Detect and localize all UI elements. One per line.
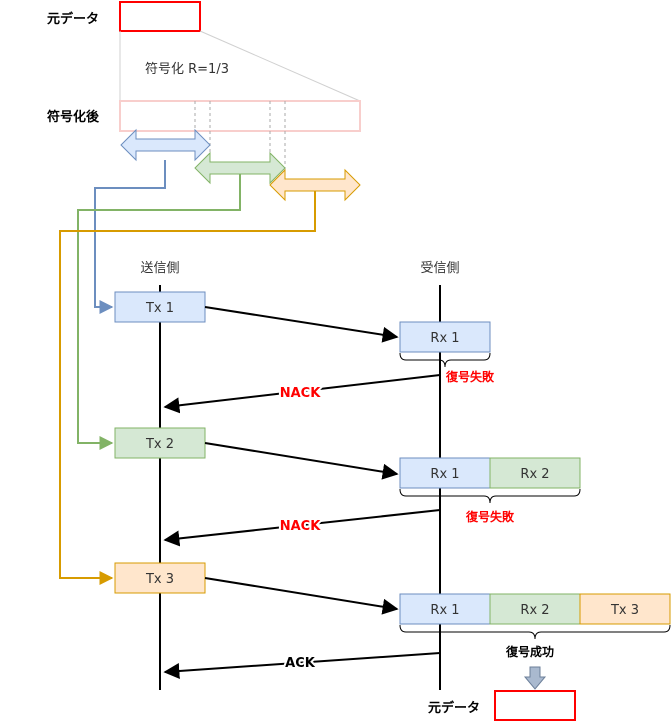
source-data-label: 元データ — [47, 11, 99, 27]
output-data-label: 元データ — [428, 700, 480, 716]
ack-label: ACK — [285, 656, 316, 671]
tx3-send-arrow — [204, 577, 399, 615]
down-arrow-icon — [523, 666, 547, 690]
ack-arrow — [163, 652, 441, 679]
tx2-send-arrow — [204, 442, 399, 480]
round2-brace — [399, 488, 581, 504]
round3-rx1-box — [399, 593, 491, 625]
code-rate-label: 符号化 R=1/3 — [145, 61, 229, 77]
round3-brace — [399, 624, 671, 640]
segment-1-arrow — [120, 128, 211, 162]
nack-1-arrow — [163, 374, 441, 414]
round2-rx1-box — [399, 457, 491, 489]
decode-fail-1-label: 復号失敗 — [445, 369, 495, 384]
tx3-box — [114, 562, 206, 594]
encoded-data-label: 符号化後 — [47, 109, 100, 125]
encoded-data-box — [119, 100, 361, 132]
round2-rx2-label: Rx 2 — [520, 467, 549, 482]
feed-line-tx1 — [94, 160, 166, 314]
tx1-label: Tx 1 — [145, 301, 174, 316]
segment-3-arrow — [269, 168, 361, 202]
round3-rx1-label: Rx 1 — [430, 603, 459, 618]
feed-line-tx2 — [77, 174, 241, 450]
output-data-box — [494, 690, 576, 721]
nack-1-label: NACK — [280, 386, 321, 401]
round1-brace — [399, 352, 491, 368]
decode-success-label: 復号成功 — [505, 644, 554, 659]
round1-rx1-box — [399, 321, 491, 353]
round3-tx3-label: Tx 3 — [610, 603, 639, 618]
round1-rx1-label: Rx 1 — [430, 331, 459, 346]
decode-fail-2-label: 復号失敗 — [465, 509, 515, 524]
tx3-label: Tx 3 — [145, 572, 174, 587]
sender-label: 送信側 — [140, 261, 179, 276]
tx2-label: Tx 2 — [145, 437, 174, 452]
round2-rx1-label: Rx 1 — [430, 467, 459, 482]
nack-2-arrow — [163, 509, 441, 547]
round3-rx2-label: Rx 2 — [520, 603, 549, 618]
feed-line-tx3 — [59, 191, 316, 585]
nack-2-label: NACK — [280, 519, 321, 534]
encode-expand-line-right — [199, 30, 361, 102]
receiver-label: 受信側 — [420, 261, 459, 276]
source-data-box — [119, 1, 201, 32]
tx1-send-arrow — [204, 306, 399, 343]
segment-2-arrow — [194, 151, 286, 185]
round3-tx3-box — [579, 593, 671, 625]
round2-rx2-box — [489, 457, 581, 489]
